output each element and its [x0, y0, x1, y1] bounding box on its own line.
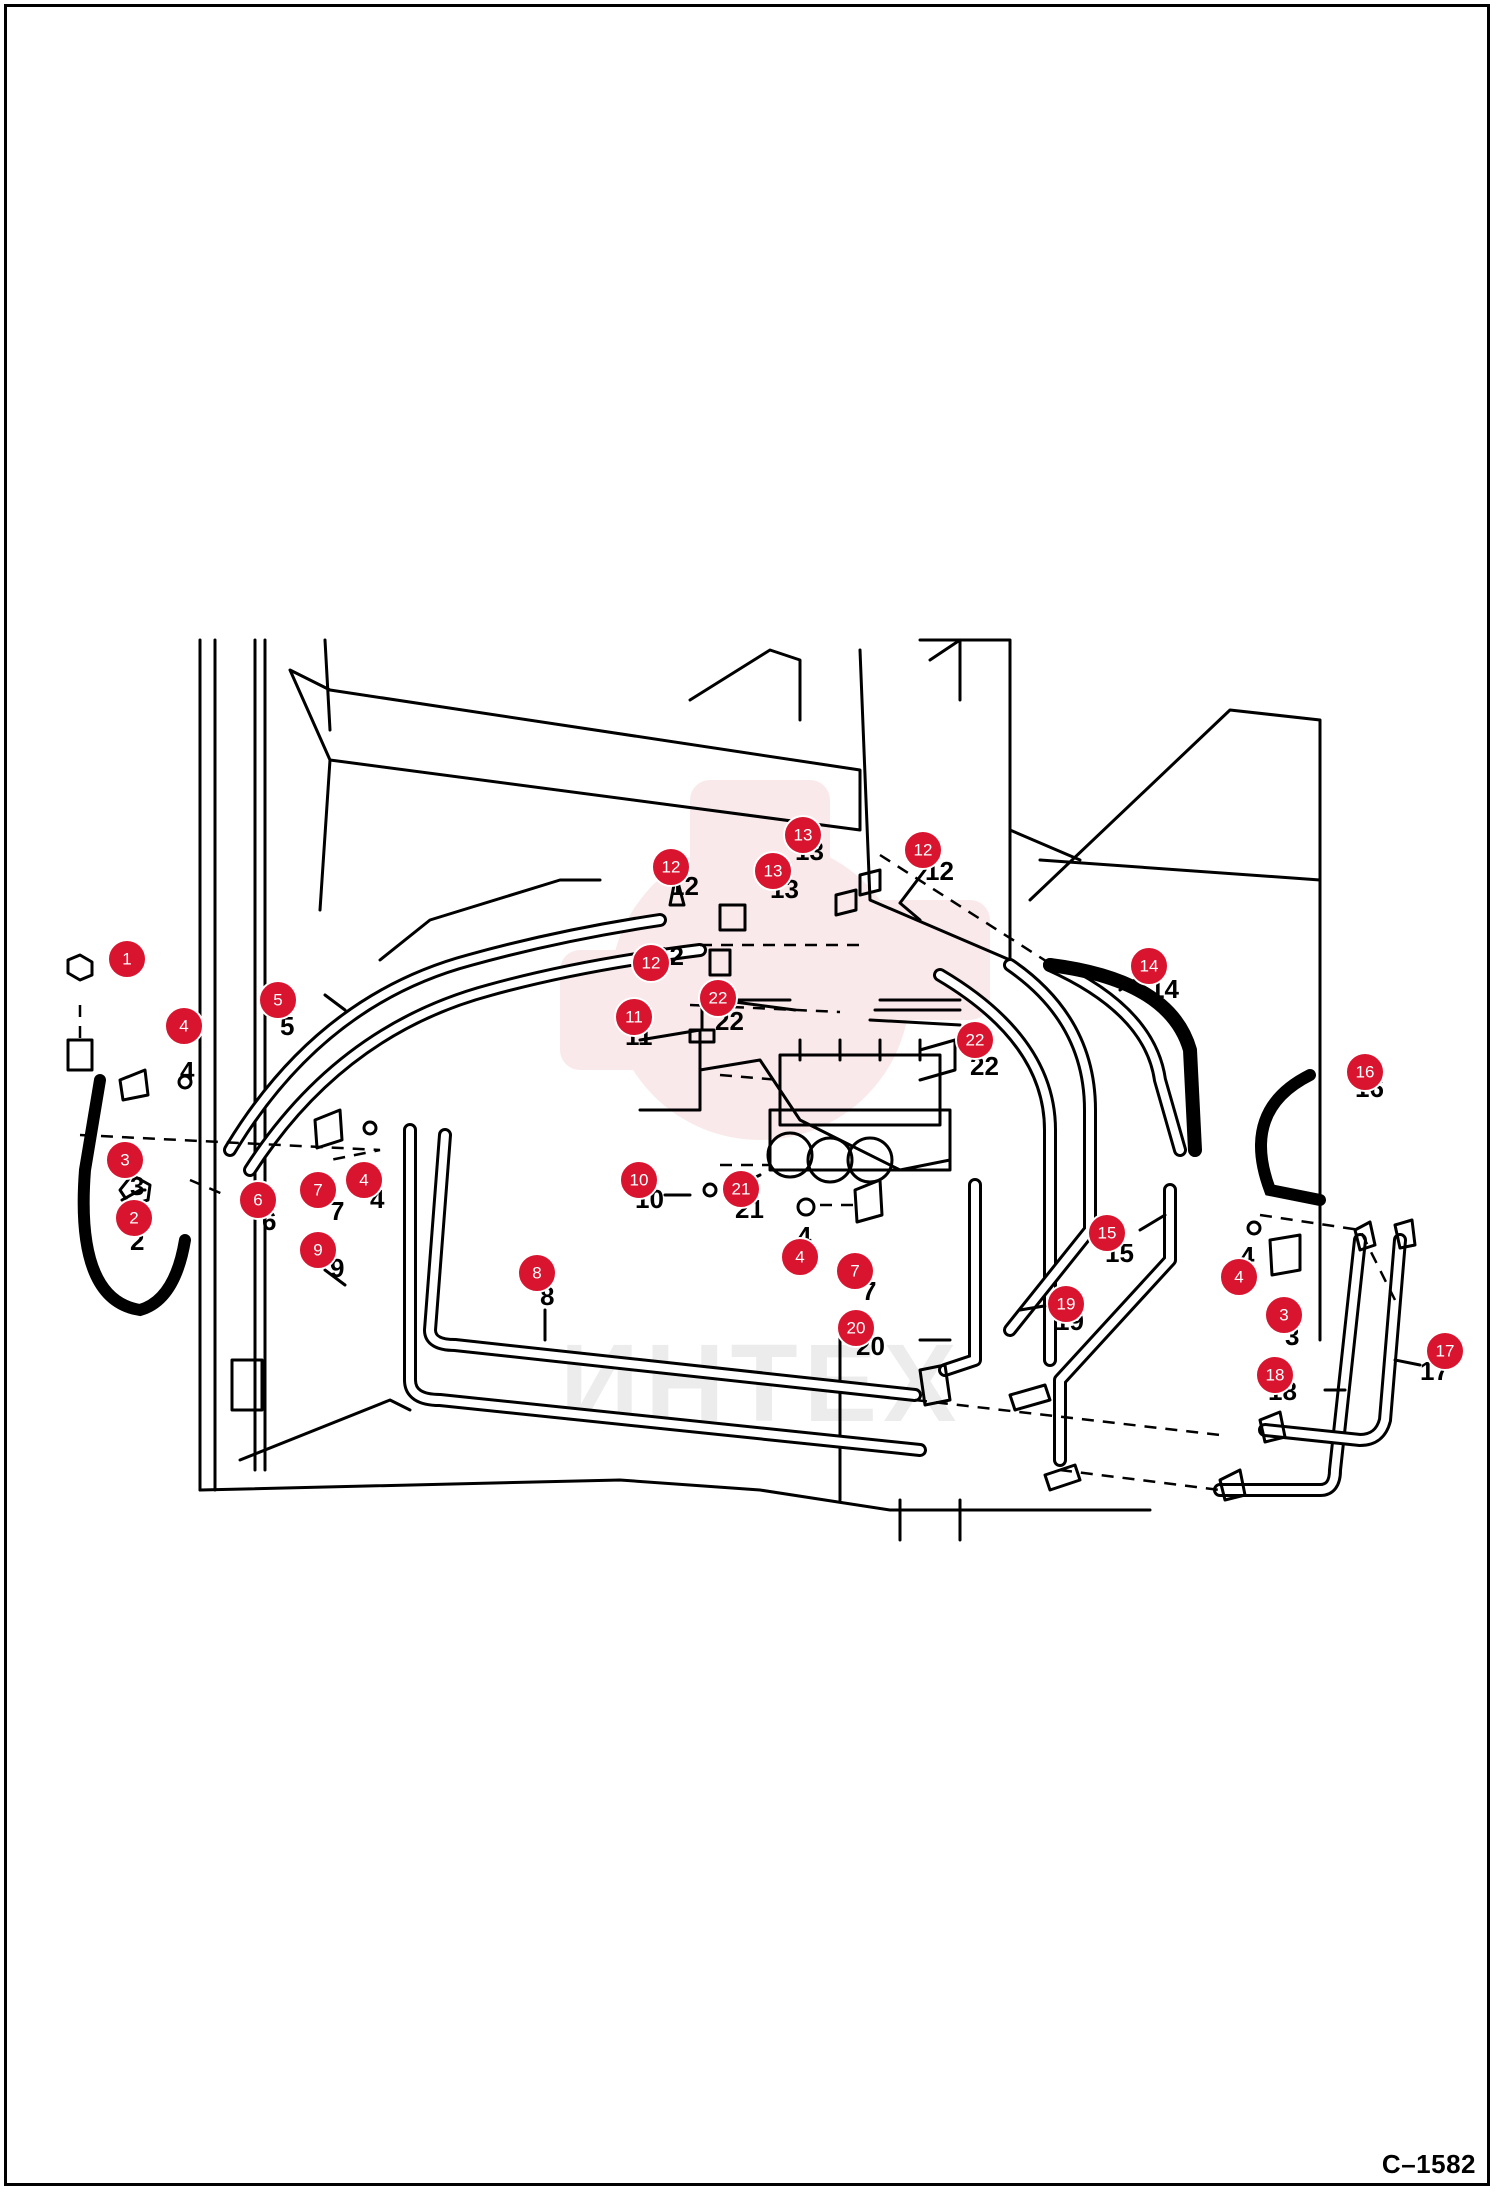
- callout-22-a[interactable]: 22: [698, 978, 738, 1018]
- svg-text:12: 12: [642, 954, 661, 973]
- callout-14[interactable]: 14: [1129, 946, 1169, 986]
- printed-number-4: 4: [180, 1056, 195, 1086]
- svg-text:15: 15: [1098, 1224, 1117, 1243]
- svg-text:11: 11: [625, 1008, 643, 1027]
- callout-2[interactable]: 2: [114, 1198, 154, 1238]
- svg-text:1: 1: [122, 950, 131, 969]
- svg-text:16: 16: [1356, 1063, 1375, 1082]
- printed-number-3: 3: [130, 1171, 144, 1201]
- svg-text:20: 20: [847, 1319, 866, 1338]
- callout-13-b[interactable]: 13: [753, 851, 793, 891]
- svg-text:7: 7: [313, 1181, 322, 1200]
- svg-text:7: 7: [850, 1262, 859, 1281]
- svg-text:13: 13: [764, 862, 783, 881]
- svg-text:4: 4: [179, 1017, 188, 1036]
- callout-21[interactable]: 21: [721, 1169, 761, 1209]
- callout-11[interactable]: 11: [614, 997, 654, 1037]
- printed-number-7: 7: [330, 1196, 344, 1226]
- callout-22-b[interactable]: 22: [955, 1020, 995, 1060]
- callout-7[interactable]: 7: [298, 1170, 338, 1210]
- svg-text:6: 6: [253, 1191, 262, 1210]
- svg-text:17: 17: [1436, 1342, 1455, 1361]
- callout-15[interactable]: 15: [1087, 1213, 1127, 1253]
- callout-badges: 1 2 3 4 5 6 7 4 9 8 10 11 12 12 12 13 13…: [105, 815, 1465, 1395]
- fittings: [66, 868, 1417, 1502]
- svg-text:3: 3: [120, 1151, 129, 1170]
- callout-12-c[interactable]: 12: [903, 830, 943, 870]
- callout-18[interactable]: 18: [1255, 1355, 1295, 1395]
- callout-20[interactable]: 20: [836, 1308, 876, 1348]
- callout-8[interactable]: 8: [517, 1253, 557, 1293]
- svg-text:21: 21: [732, 1180, 751, 1199]
- drawing-frame: [4, 4, 1490, 2186]
- svg-text:22: 22: [709, 989, 728, 1008]
- callout-4-c[interactable]: 4: [780, 1237, 820, 1277]
- callout-7-b[interactable]: 7: [835, 1251, 875, 1291]
- svg-text:9: 9: [313, 1241, 322, 1260]
- callout-16[interactable]: 16: [1345, 1052, 1385, 1092]
- callout-4[interactable]: 4: [164, 1006, 204, 1046]
- callout-10[interactable]: 10: [619, 1160, 659, 1200]
- svg-text:2: 2: [129, 1209, 138, 1228]
- svg-text:4: 4: [1234, 1268, 1243, 1287]
- callout-12-a[interactable]: 12: [651, 847, 691, 887]
- callout-4-b[interactable]: 4: [344, 1160, 384, 1200]
- svg-text:4: 4: [795, 1248, 804, 1267]
- svg-text:5: 5: [273, 991, 282, 1010]
- svg-text:13: 13: [794, 826, 813, 845]
- svg-text:12: 12: [662, 858, 681, 877]
- svg-text:3: 3: [1279, 1306, 1288, 1325]
- hydraulic-lines: [77, 913, 1407, 1497]
- document-code: C–1582: [1381, 2149, 1476, 2179]
- callout-17[interactable]: 17: [1425, 1331, 1465, 1371]
- callout-3[interactable]: 3: [105, 1140, 145, 1180]
- svg-text:19: 19: [1057, 1295, 1076, 1314]
- callout-19[interactable]: 19: [1046, 1284, 1086, 1324]
- callout-1[interactable]: 1: [107, 939, 147, 979]
- svg-text:22: 22: [966, 1031, 985, 1050]
- callout-5[interactable]: 5: [258, 980, 298, 1020]
- callout-12-b[interactable]: 12: [631, 943, 671, 983]
- callout-13-a[interactable]: 13: [783, 815, 823, 855]
- svg-text:14: 14: [1140, 957, 1159, 976]
- svg-text:8: 8: [532, 1264, 541, 1283]
- svg-text:18: 18: [1266, 1366, 1285, 1385]
- callout-3-b[interactable]: 3: [1264, 1295, 1304, 1335]
- callout-4-d[interactable]: 4: [1219, 1257, 1259, 1297]
- svg-text:4: 4: [359, 1171, 368, 1190]
- callout-9[interactable]: 9: [298, 1230, 338, 1270]
- svg-text:10: 10: [630, 1171, 649, 1190]
- callout-6[interactable]: 6: [238, 1180, 278, 1220]
- svg-text:12: 12: [914, 841, 933, 860]
